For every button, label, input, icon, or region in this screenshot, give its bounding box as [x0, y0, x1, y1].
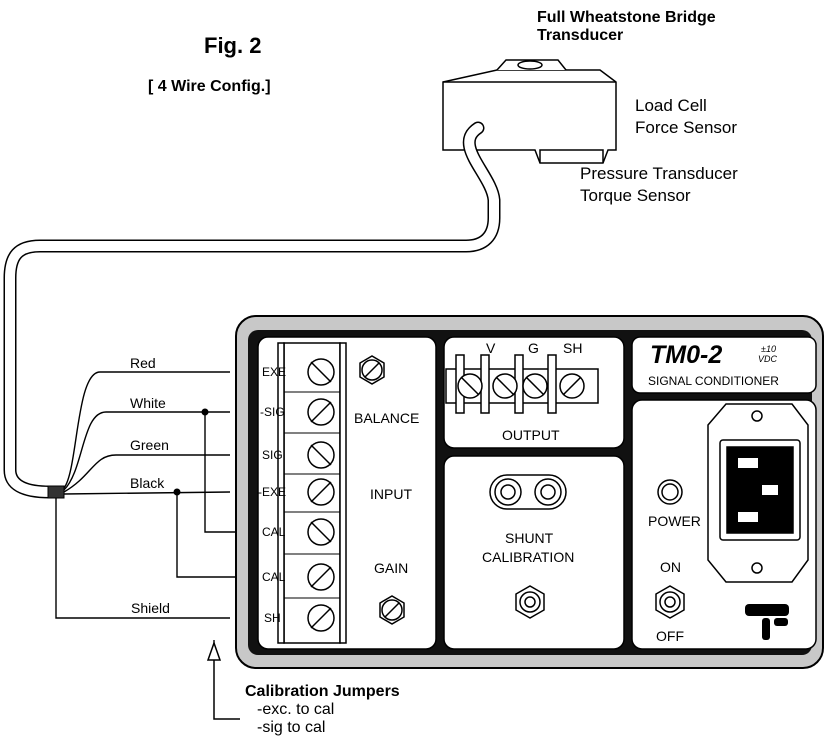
transducer-title: Full Wheatstone Bridge: [537, 9, 716, 26]
output-label: OUTPUT: [502, 427, 560, 443]
gain-label: GAIN: [374, 560, 409, 576]
balance-label: BALANCE: [354, 410, 420, 426]
output-range: ±10: [761, 344, 776, 354]
input-screws: [284, 358, 340, 632]
gain-pot[interactable]: [379, 595, 405, 625]
power-switch[interactable]: [655, 585, 685, 619]
off-label: OFF: [656, 628, 684, 644]
terminal-label-exe: EXE: [262, 365, 287, 379]
output-range-unit: VDC: [758, 354, 778, 364]
model-module: [631, 336, 817, 394]
transducer-type-4: Torque Sensor: [580, 186, 691, 205]
terminal-label-neg-sig: -SIG: [260, 405, 285, 419]
output-terminal-label-v: V: [486, 340, 496, 356]
wire-label-shield: Shield: [131, 600, 170, 616]
power-inlet[interactable]: [707, 403, 809, 583]
shunt-jumper-sockets[interactable]: [489, 474, 567, 510]
calibration-note-1: -exc. to cal: [257, 701, 335, 718]
cable-sleeve: [47, 485, 65, 499]
wire-label-green: Green: [130, 437, 169, 453]
terminal-label-cal-2: CAL: [262, 570, 286, 584]
model-subtitle: SIGNAL CONDITIONER: [648, 374, 779, 388]
calibration-title: Calibration Jumpers: [245, 683, 400, 700]
power-indicator: [657, 479, 683, 505]
figure-title: Fig. 2: [204, 33, 262, 58]
wire-label-red: Red: [130, 355, 156, 371]
wire-label-white: White: [130, 395, 166, 411]
terminal-label-sh: SH: [264, 611, 281, 625]
output-terminal-strip: [445, 354, 599, 414]
calibration-note-2: -sig to cal: [257, 719, 326, 736]
terminal-label-cal-1: CAL: [262, 525, 286, 539]
calibration-pointer: [206, 640, 240, 720]
model-name: TM0-2: [650, 341, 723, 369]
balance-pot[interactable]: [359, 355, 385, 385]
black-junction-dot: [173, 488, 181, 496]
power-label: POWER: [648, 513, 701, 529]
shunt-label-line1: SHUNT: [505, 530, 554, 546]
output-terminal-label-g: G: [528, 340, 539, 356]
white-junction-dot: [201, 408, 209, 416]
brand-logo: [745, 604, 789, 640]
shunt-switch[interactable]: [515, 585, 545, 619]
shunt-label-line2: CALIBRATION: [482, 549, 575, 565]
output-terminal-label-sh: SH: [563, 340, 583, 356]
terminal-label-neg-exe: -EXE: [258, 485, 287, 499]
shunt-module: [443, 455, 625, 650]
figure-subtitle: [ 4 Wire Config.]: [148, 78, 271, 95]
transducer-type-3: Pressure Transducer: [580, 164, 738, 183]
transducer-subtitle: Transducer: [537, 27, 624, 44]
on-label: ON: [660, 559, 681, 575]
wire-label-black: Black: [130, 475, 165, 491]
transducer-type-2: Force Sensor: [635, 118, 738, 137]
input-label: INPUT: [370, 486, 412, 502]
transducer-block: [442, 59, 617, 164]
transducer-type-1: Load Cell: [635, 96, 707, 115]
terminal-label-sig: SIG: [262, 448, 283, 462]
